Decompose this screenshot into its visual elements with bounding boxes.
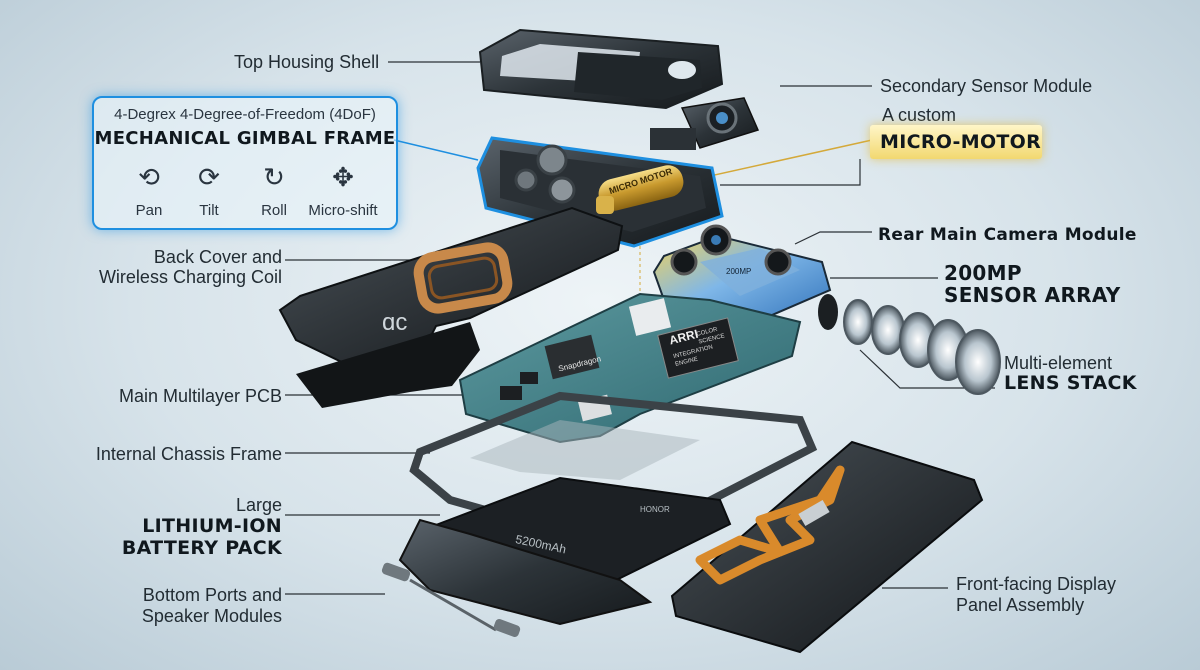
axis-tilt-label: Tilt <box>199 202 219 219</box>
motor-label-line1: A custom <box>882 105 957 125</box>
roll-rotation-icon: ↻ <box>263 162 285 192</box>
label-sensor-1: 200MP <box>944 261 1022 285</box>
label-battery-3: BATTERY PACK <box>121 537 282 559</box>
axis-roll: ↻ Roll <box>239 160 309 219</box>
isp-brand: ARRI <box>668 327 700 348</box>
axis-micro-shift-label: Micro-shift <box>308 202 378 219</box>
brand-logo: ɑc <box>382 309 407 336</box>
label-display-2: Panel Assembly <box>956 595 1085 615</box>
gear-icon <box>514 168 538 192</box>
battery-brand: HONOR <box>640 505 670 514</box>
label-rear-camera: Rear Main Camera Module <box>878 225 1137 245</box>
label-sensor-2: SENSOR ARRAY <box>944 283 1121 307</box>
lens-stack <box>818 294 1001 395</box>
gear-icon <box>536 144 568 176</box>
label-pcb: Main Multilayer PCB <box>118 386 282 406</box>
display-panel <box>670 440 984 654</box>
micro-motor <box>596 165 684 214</box>
motor-label-line2: MICRO-MOTOR <box>880 131 1042 153</box>
move-arrows-icon: ✥ <box>332 162 354 192</box>
bottom-ports <box>381 562 521 637</box>
label-top-housing: Top Housing Shell <box>234 52 380 72</box>
motor-callout: MICRO-MOTOR <box>870 125 1042 159</box>
sensor-tag: 200MP <box>726 267 751 276</box>
battery-pack <box>398 476 732 626</box>
back-cover-liner <box>296 322 480 408</box>
axis-pan-label: Pan <box>135 202 163 219</box>
isp-line1: COLOR <box>696 327 719 338</box>
tilt-rotation-icon: ⟳ <box>198 162 220 192</box>
label-battery-2: LITHIUM-ION <box>142 515 282 537</box>
label-display-1: Front-facing Display <box>956 574 1117 594</box>
gimbal-callout: 4-Degrex 4-Degree-of-Freedom (4DoF) MECH… <box>92 96 398 230</box>
pan-rotation-icon: ⟲ <box>138 162 160 192</box>
gear-icon <box>548 176 576 204</box>
top-housing-shell <box>478 28 724 110</box>
label-secondary-sensor: Secondary Sensor Module <box>880 76 1093 96</box>
secondary-sensor-module <box>650 97 760 150</box>
gimbal-line1: 4-Degrex 4-Degree-of-Freedom (4DoF) <box>114 106 376 123</box>
label-back-cover-1: Back Cover and <box>153 247 282 267</box>
back-cover: ɑc <box>278 206 624 368</box>
label-battery-1: Large <box>235 495 282 515</box>
label-ports-1: Bottom Ports and <box>142 585 282 605</box>
label-chassis: Internal Chassis Frame <box>95 444 282 464</box>
gimbal-line2: MECHANICAL GIMBAL FRAME <box>94 128 396 149</box>
axis-micro-shift: ✥ Micro-shift <box>308 160 378 219</box>
wireless-charging-coil <box>413 242 513 314</box>
label-lens-1: Multi-element <box>1004 353 1113 373</box>
label-back-cover-2: Wireless Charging Coil <box>98 267 282 287</box>
axis-pan: ⟲ Pan <box>114 160 184 219</box>
isp-line4: ENGINE <box>675 356 699 367</box>
label-lens-2: LENS STACK <box>1004 372 1137 394</box>
axis-tilt: ⟳ Tilt <box>174 160 244 219</box>
label-ports-2: Speaker Modules <box>141 606 282 626</box>
axis-roll-label: Roll <box>261 202 287 219</box>
